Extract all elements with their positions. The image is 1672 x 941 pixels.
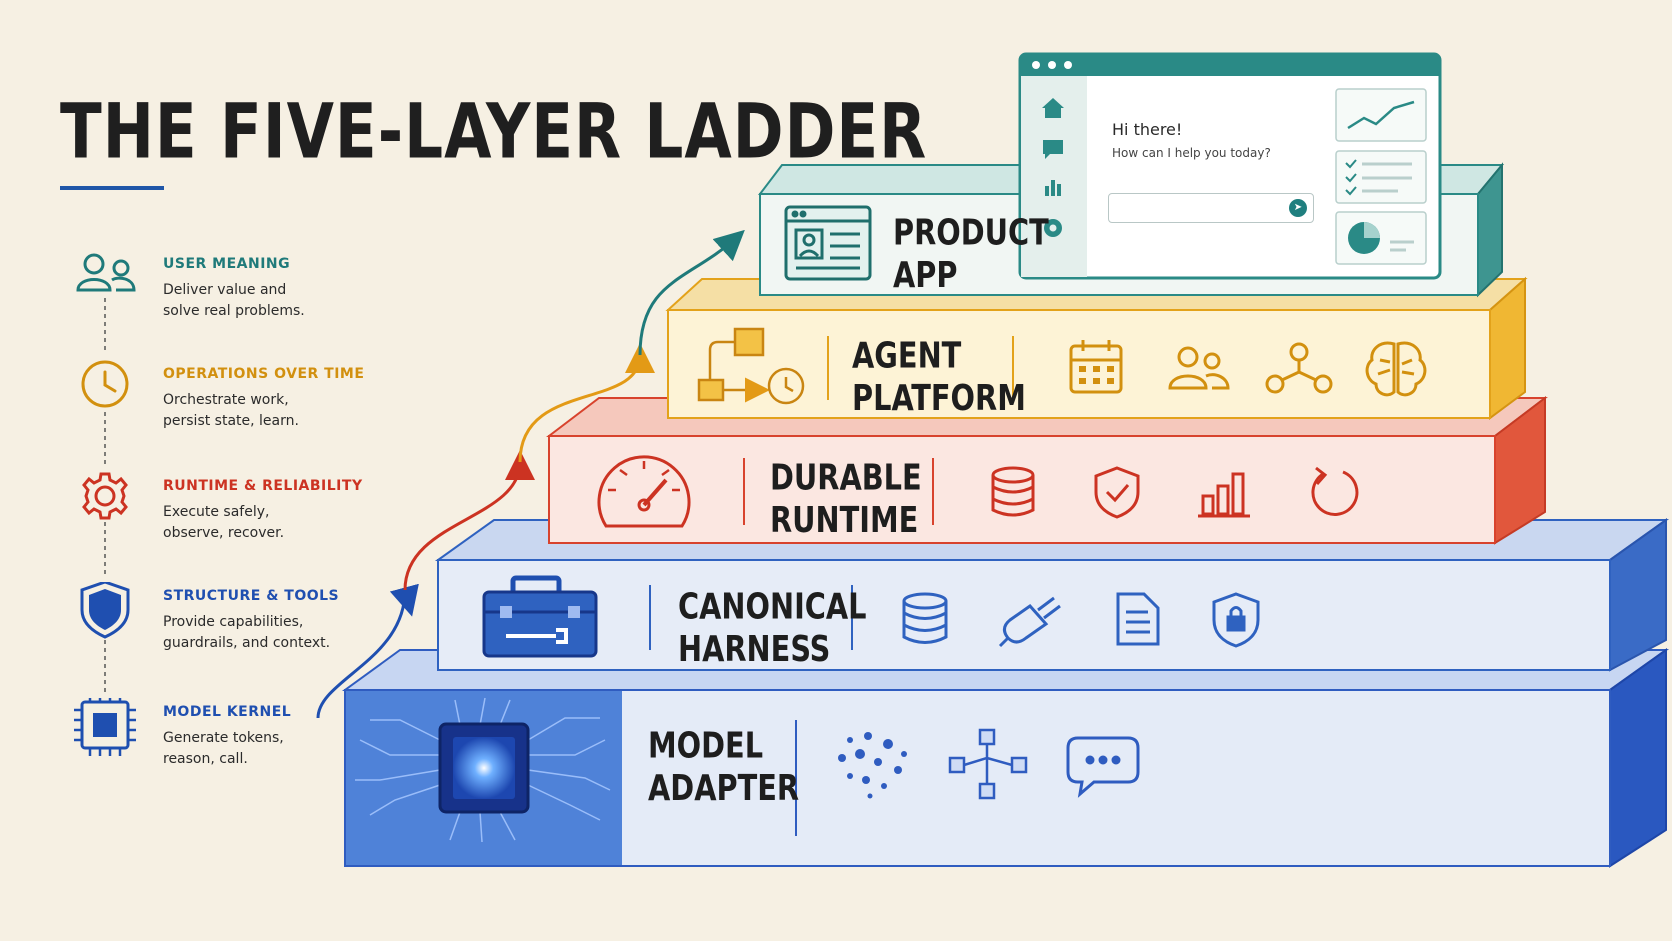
legend-heading: MODEL KERNEL [163, 704, 292, 720]
document-icon [1116, 592, 1160, 646]
scatter-dots-icon [838, 732, 907, 799]
shield-lock-icon [1212, 592, 1260, 648]
pie-chart-widget [1335, 211, 1427, 265]
home-icon[interactable] [1042, 98, 1064, 118]
plug-icon [998, 596, 1061, 648]
glowing-chip-icon [438, 722, 530, 814]
legend-item-structure: STRUCTURE & TOOLS Provide capabilities,g… [60, 582, 380, 672]
layer-durable-runtime [546, 395, 1548, 545]
shield-check-icon [1094, 466, 1140, 519]
message-icon[interactable] [1043, 140, 1063, 159]
shield-icon [80, 582, 130, 639]
legend-item-model-kernel: MODEL KERNEL Generate tokens,reason, cal… [60, 698, 380, 788]
legend-heading: OPERATIONS OVER TIME [163, 366, 365, 382]
legend-item-runtime: RUNTIME & RELIABILITY Execute safely,obs… [60, 472, 380, 562]
ascending-arrows [316, 229, 745, 719]
layer-model-adapter [341, 648, 1670, 868]
clock-icon [81, 360, 129, 408]
line-chart-widget [1335, 88, 1427, 142]
legend-description: Orchestrate work,persist state, learn. [163, 392, 299, 429]
legend-item-operations: OPERATIONS OVER TIME Orchestrate work,pe… [60, 360, 380, 450]
legend-description: Generate tokens,reason, call. [163, 730, 284, 767]
graph-nodes-icon [1265, 342, 1333, 394]
checklist-widget [1335, 150, 1427, 204]
gear-icon [82, 472, 128, 520]
team-icon [1168, 346, 1230, 390]
bar-chart-icon [1198, 472, 1250, 518]
legend-heading: STRUCTURE & TOOLS [163, 588, 340, 604]
chat-app-window [1018, 52, 1442, 280]
settings-icon[interactable] [1044, 219, 1062, 237]
legend-heading: USER MEANING [163, 256, 291, 272]
chat-bubble-icon [1066, 736, 1140, 798]
chat-prompt: How can I help you today? [1112, 146, 1271, 160]
calendar-icon [1069, 340, 1123, 394]
chat-greeting: Hi there! [1112, 120, 1183, 139]
database-icon [991, 466, 1035, 517]
analytics-icon[interactable] [1045, 180, 1061, 196]
layer-agent-platform [665, 276, 1528, 420]
profile-card-icon [784, 205, 872, 281]
chat-input[interactable]: ➤ [1108, 193, 1314, 223]
legend-description: Provide capabilities,guardrails, and con… [163, 614, 331, 651]
brain-icon [1365, 341, 1427, 397]
page-title: THE FIVE-LAYER LADDER [60, 88, 928, 177]
workflow-clock-icon [697, 327, 805, 405]
title-underline [60, 186, 164, 190]
send-arrow-icon[interactable]: ➤ [1289, 199, 1307, 217]
database-icon [902, 592, 948, 644]
toolbox-icon [482, 575, 598, 658]
users-icon [76, 253, 136, 292]
legend-heading: RUNTIME & RELIABILITY [163, 478, 363, 494]
speedometer-icon [597, 455, 691, 528]
network-graph-icon [948, 728, 1028, 800]
chip-icon [74, 698, 136, 756]
legend-description: Execute safely,observe, recover. [163, 504, 285, 541]
refresh-icon [1311, 466, 1359, 516]
